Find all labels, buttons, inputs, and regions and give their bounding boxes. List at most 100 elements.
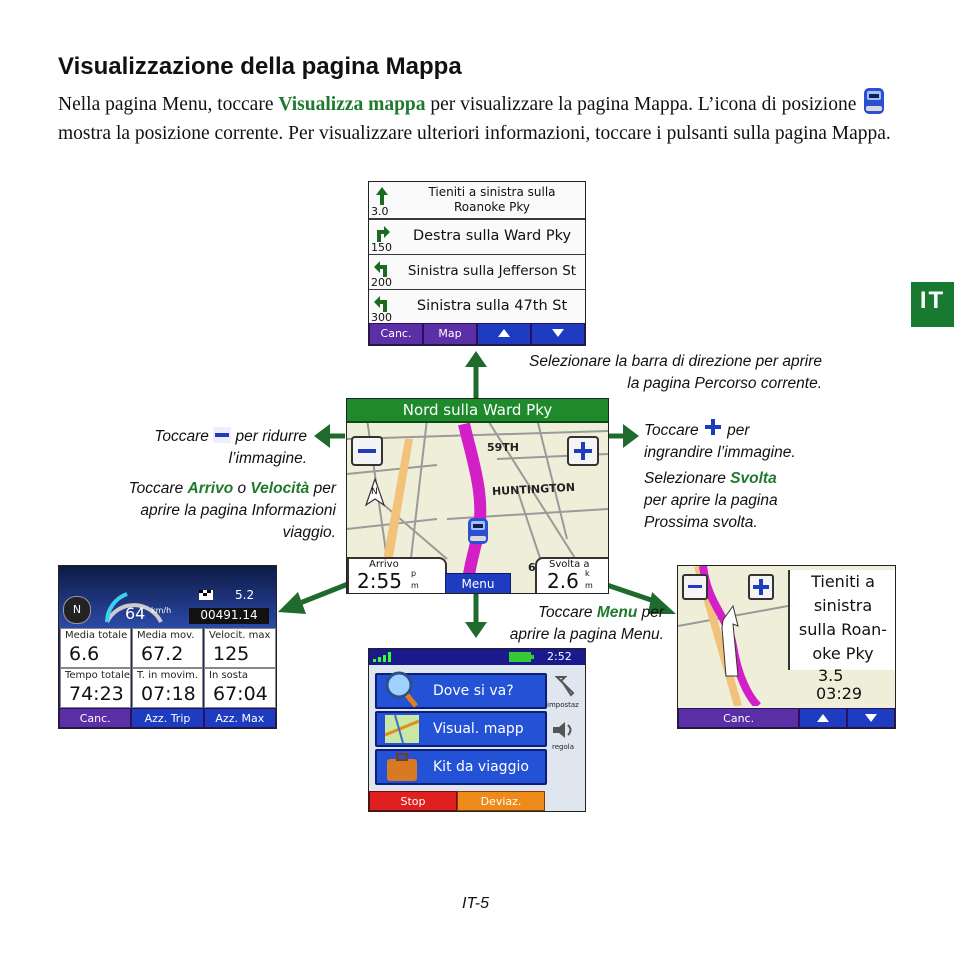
turn-left-icon [374,261,387,277]
compass-label: N [371,487,378,497]
street-label: 59TH [487,441,520,454]
position-icon [864,88,885,114]
settings-wrench-icon[interactable] [551,673,577,699]
trip-cell[interactable]: T. in movim.07:18 [132,668,203,708]
plus-icon [574,442,592,460]
detour-button[interactable]: Deviaz. [457,791,545,811]
direction-banner[interactable]: Nord sulla Ward Pky [347,399,608,423]
arrow-left-head [314,424,330,448]
trip-cell[interactable]: Media mov.67.2 [132,628,203,668]
turn-map [678,566,788,706]
checkered-flag-icon [199,590,213,600]
speed-value: 64 [125,604,146,623]
caption-zoom-in: Toccare per ingrandire l’immagine. [644,417,844,464]
arrow-trip-line [294,581,349,608]
speed-unit: km/h [151,606,172,615]
arrival-value: 2:55 [357,569,402,593]
route-line [458,422,487,593]
clock: 2:52 [547,650,572,663]
compass-dial: N [63,596,91,624]
plus-icon [704,419,721,435]
route-screen: Tieniti a sinistra sulla Roanoke Pky 3.0… [368,181,586,346]
where-to-button[interactable]: Dove si va? [375,671,547,709]
next-turn-button[interactable]: Svolta a 2.6 k m [535,557,608,593]
turn-value: 2.6 [547,569,579,593]
compass-icon [364,477,386,507]
cancel-button[interactable]: Canc. [59,708,132,728]
page-number: IT-5 [462,895,489,912]
stop-button[interactable]: Stop [369,791,457,811]
turn-zoom-out-button[interactable] [682,574,708,600]
turn-right-icon [377,226,390,242]
scroll-up-button[interactable] [477,323,531,345]
menu-screen: 2:52 Dove si va? Visual. mapp Kit da via… [368,648,586,812]
zoom-out-button[interactable] [351,436,383,466]
map-icon [385,715,419,743]
distance-to-destination: 5.2 [235,588,255,602]
suitcase-icon [387,753,417,781]
dashboard: N 64 km/h 5.2 00491.14 [59,566,276,628]
arrival-label: Arrivo [369,559,399,570]
cancel-button[interactable]: Canc. [369,323,423,345]
scroll-up-button[interactable] [799,708,848,728]
volume-icon[interactable] [551,719,577,741]
vehicle-position-icon [468,518,488,544]
scroll-down-button[interactable] [531,323,585,345]
odometer: 00491.14 [189,608,269,624]
minus-icon [358,449,376,453]
signal-icon [373,652,391,662]
trip-button-bar: Canc. Azz. Trip Azz. Max [59,708,276,728]
zoom-in-button[interactable] [567,436,599,466]
speedometer-icon [105,592,163,623]
reset-trip-button[interactable]: Azz. Trip [131,708,204,728]
arrow-up-icon [376,187,388,205]
map-button[interactable]: Map [423,323,477,345]
turn-zoom-in-button[interactable] [748,574,774,600]
turn-button-bar: Canc. [678,708,895,728]
route-row[interactable]: Sinistra sulla 47th St 300 [369,290,585,326]
triangle-up-icon [498,329,510,337]
settings-label: impostaz [547,701,579,709]
scroll-down-button[interactable] [847,708,895,728]
plus-icon [753,579,769,595]
language-tab: IT [911,282,954,327]
menu-button-bar: Stop Deviaz. [369,791,545,811]
view-map-button[interactable]: Visual. mapp [375,711,547,747]
turn-instruction: Tieniti a sinistra sulla Roan- oke Pky [788,570,895,670]
intro-paragraph: Nella pagina Menu, toccare Visualizza ma… [58,86,898,148]
turn-distance: 3.5 [818,666,844,685]
map-screen: Nord sulla Ward Pky 59TH HUNTINGTON 61ST… [346,398,609,594]
caption-zoom-out: Toccare per ridurre l’immagine. [154,427,307,467]
turn-label: Svolta a [549,559,590,570]
travel-kit-button[interactable]: Kit da viaggio [375,749,547,785]
turn-time: 03:29 [816,684,863,703]
route-button-bar: Canc. Map [369,323,585,345]
caption-turn: Selezionare Svolta per aprire la pagina … [644,470,778,531]
triangle-down-icon [865,714,878,722]
section-heading: Visualizzazione della pagina Mappa [58,53,462,80]
turn-left-icon [374,296,387,312]
caption-menu: Toccare Menu per aprire la pagina Menu. [509,604,664,643]
volume-label: regola [552,743,574,751]
cancel-button[interactable]: Canc. [678,708,800,728]
arrow-menu-head [465,622,487,638]
arrow-turn-head [648,592,676,614]
magnifier-icon [385,671,418,708]
reset-max-button[interactable]: Azz. Max [203,708,276,728]
minus-icon [213,427,232,443]
status-bar: 2:52 [369,649,585,665]
caption-route: Selezionare la barra di direzione per ap… [529,353,822,392]
battery-icon [509,652,534,662]
arrow-trip-head [278,592,306,614]
caption-trip: Toccare Arrivo o Velocità per aprire la … [128,480,336,541]
arrival-button[interactable]: Arrivo 2:55 p m [347,557,447,593]
arrow-right-head [623,424,639,448]
minus-icon [688,585,702,588]
menu-button[interactable]: Menu [445,573,511,593]
route-row[interactable]: Tieniti a sinistra sulla Roanoke Pky 3.0 [369,182,585,220]
